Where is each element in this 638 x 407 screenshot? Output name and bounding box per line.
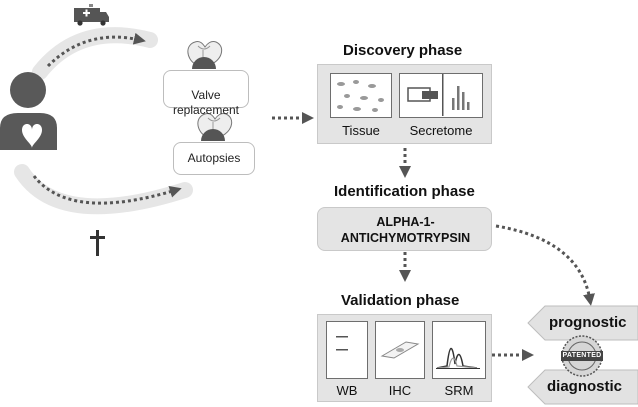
- tissue-image: [330, 73, 392, 118]
- ambulance-icon: [74, 4, 109, 26]
- death-cross-icon: [90, 230, 105, 256]
- marker-name-line1: ALPHA-1-: [376, 215, 435, 229]
- marker-name-line2: ANTICHYMOTRYPSIN: [340, 231, 471, 245]
- bottom-arc-arrow: [14, 164, 193, 215]
- srm-label: SRM: [444, 383, 474, 398]
- autopsies-box: Autopsies: [173, 142, 255, 175]
- ihc-image: [375, 321, 425, 379]
- autopsies-label: Autopsies: [187, 151, 241, 165]
- prognostic-label: prognostic: [549, 314, 627, 331]
- ihc-label: IHC: [388, 383, 412, 398]
- heart-icon: [197, 113, 233, 137]
- validation-title: Validation phase: [341, 292, 460, 309]
- identification-title: Identification phase: [334, 183, 475, 200]
- diagnostic-label: diagnostic: [547, 378, 623, 395]
- valve-replacement-label: Valve replacement: [172, 88, 240, 117]
- secretome-image: [399, 73, 483, 118]
- identification-panel: ALPHA-1- ANTICHYMOTRYPSIN: [317, 207, 492, 251]
- valve-replacement-box: Valve replacement: [163, 70, 249, 117]
- tissue-cells-icon: [337, 80, 384, 112]
- heart-icon: [187, 41, 223, 65]
- discovery-panel: Tissue Secretome: [317, 64, 492, 144]
- srm-peaks-icon: [436, 347, 480, 369]
- secretome-label: Secretome: [409, 123, 473, 138]
- diagnostic-tag: [527, 369, 638, 405]
- patented-seal-text: PATENTED: [562, 352, 602, 359]
- tissue-label: Tissue: [342, 123, 380, 138]
- validation-panel: WB IHC SRM: [317, 314, 492, 402]
- western-blot-icon: [336, 336, 348, 351]
- srm-image: [432, 321, 486, 379]
- patented-seal-icon: [561, 335, 603, 377]
- ihc-slide-icon: [380, 341, 420, 359]
- wb-label: WB: [336, 383, 358, 398]
- arrow-to-prognostic: [495, 224, 595, 306]
- wb-image: [326, 321, 368, 379]
- discovery-title: Discovery phase: [343, 42, 463, 59]
- mass-spec-icon: [407, 74, 470, 116]
- top-arc-arrow: [32, 27, 158, 80]
- patient-heart-icon: [0, 72, 57, 150]
